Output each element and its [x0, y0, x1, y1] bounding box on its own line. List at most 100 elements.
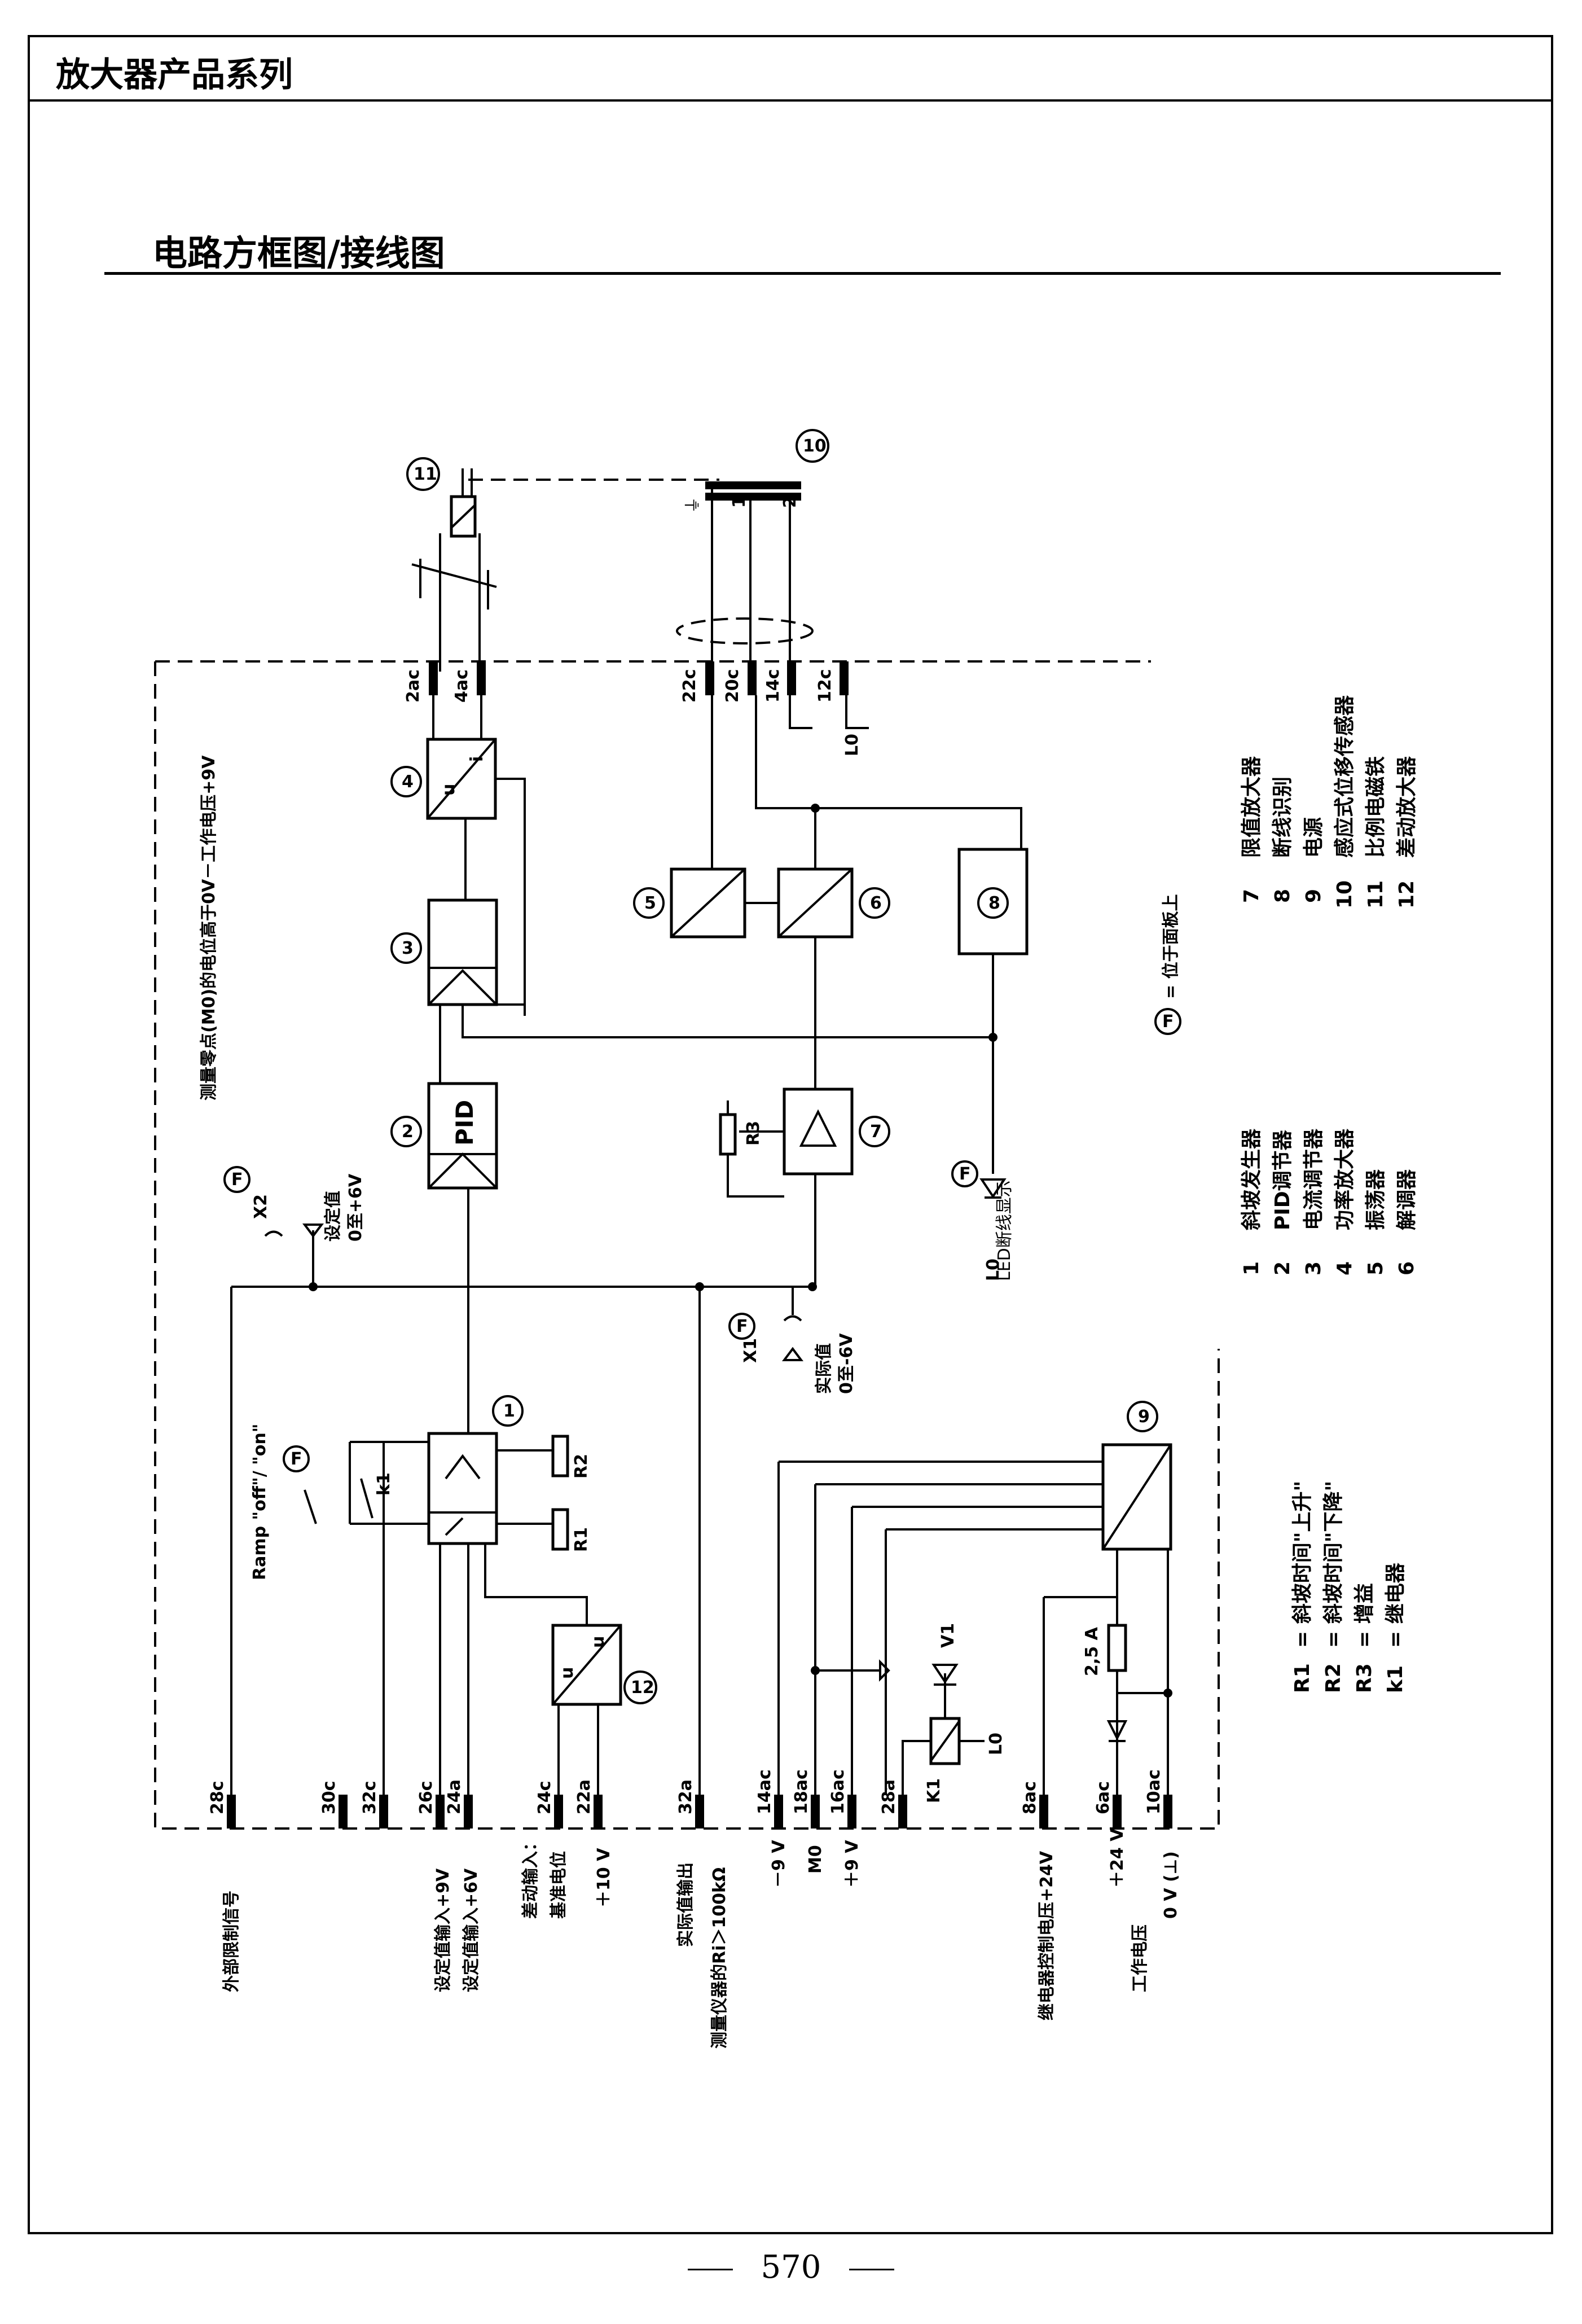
legend-r3-text: = 增益 — [1353, 1583, 1376, 1648]
legend-11-num: 11 — [1364, 880, 1387, 909]
block-1-ramp-generator: 1 R2 R1 — [350, 1287, 591, 1795]
header-bar: 放大器产品系列 — [28, 35, 1553, 102]
block-3-number: 3 — [402, 939, 414, 958]
legend-11-text: 比例电磁铁 — [1364, 756, 1387, 858]
label-plus-24v: ＋24 V — [1108, 1828, 1127, 1888]
r1-label: R1 — [572, 1527, 591, 1552]
legend-9-num: 9 — [1302, 889, 1325, 903]
top-connector: 2ac 4ac 22c 20c 14c 12c L0 — [403, 661, 869, 756]
ramp-f-marker: F — [291, 1449, 302, 1469]
enclosure-dashed-border — [154, 660, 1220, 1830]
r3-label: R3 — [744, 1121, 763, 1146]
legend-components-right: 7 限值放大器 8 断线识别 9 电源 10 感应式位移传感器 11 比例电磁铁… — [1240, 695, 1418, 909]
x1-f-marker: F — [736, 1317, 748, 1336]
pin-28c: 28c — [208, 1781, 227, 1814]
label-supply: 工作电压 — [1130, 1924, 1150, 1992]
label-meter-ri: 测量仪器的Ri＞100kΩ — [710, 1867, 730, 2049]
l0-label-relay: L0 — [986, 1733, 1006, 1755]
legend-12-text: 差动放大器 — [1395, 756, 1418, 858]
label-minus-9v: －9 V — [769, 1840, 789, 1888]
block-12-u1: u — [557, 1667, 577, 1679]
label-zero-v: 0 V (⊥) — [1161, 1851, 1181, 1919]
pin-2ac: 2ac — [403, 669, 423, 703]
block-12-number: 12 — [631, 1678, 654, 1698]
block-12-u2: u — [588, 1636, 608, 1648]
panel-note: F = 位于面板上 — [1154, 894, 1181, 1035]
l0-label-led: L0 — [983, 1259, 1003, 1281]
legend-1-num: 1 — [1240, 1261, 1263, 1275]
pin-26c: 26c — [416, 1781, 436, 1814]
label-relay-voltage: 继电器控制电压+24V — [1037, 1851, 1057, 2020]
legend-6-text: 解调器 — [1395, 1169, 1418, 1230]
legend-r3-sym: R3 — [1353, 1663, 1376, 1693]
k1-coil-label: K1 — [924, 1778, 944, 1803]
legend-components-left: 1 斜坡发生器 2 PID调节器 3 电流调节器 4 功率放大器 5 振荡器 6… — [1240, 1128, 1418, 1275]
pin-14ac: 14ac — [755, 1769, 775, 1814]
sensor-pin-2: 2 — [780, 496, 800, 508]
legend-7-text: 限值放大器 — [1240, 756, 1263, 858]
label-plus-10v: ＋10 V — [594, 1848, 614, 1908]
legend-5-text: 振荡器 — [1364, 1169, 1387, 1230]
legend-6-num: 6 — [1395, 1261, 1418, 1275]
bottom-pin-descriptions: 外部限制信号 设定值输入+9V 设定值输入+6V 差动输入： 基准电位 ＋10 … — [222, 1828, 1181, 2049]
led-label: LED断线显示 — [995, 1180, 1014, 1281]
legend-r1-sym: R1 — [1291, 1663, 1314, 1693]
legend-2-num: 2 — [1271, 1261, 1294, 1275]
label-limit-signal: 外部限制信号 — [222, 1891, 241, 1992]
block-10-number: 10 — [803, 436, 827, 456]
v1-label: V1 — [938, 1623, 958, 1648]
x2-setpoint: X2 F 设定值 0至+6V — [223, 1166, 366, 1287]
pin-8ac: 8ac — [1020, 1781, 1040, 1814]
legend-8-num: 8 — [1271, 889, 1294, 903]
pin-28a: 28a — [879, 1779, 899, 1814]
label-diff-input: 差动输入： — [521, 1834, 540, 1919]
block-8-number: 8 — [988, 893, 1000, 913]
top-note: 测量零点(M0)的电位高于0V－工作电压+9V — [199, 755, 219, 1100]
block-6-number: 6 — [870, 893, 882, 913]
page-number: 570 — [0, 2249, 1582, 2286]
x1-actual-value: F X1 实际值 0至-6V — [698, 1287, 856, 1795]
block-4-u: u — [439, 784, 459, 796]
block-2-pid-controller: PID 2 — [231, 1082, 817, 1291]
page-number-value: 570 — [761, 2249, 821, 2286]
pin-22a: 22a — [574, 1779, 594, 1814]
x2-f-marker: F — [231, 1170, 243, 1190]
block-4-number: 4 — [402, 772, 414, 792]
label-m0: M0 — [806, 1845, 825, 1874]
legend-7-num: 7 — [1240, 889, 1263, 903]
block-9-number: 9 — [1138, 1407, 1150, 1427]
legend-r1-text: = 斜坡时间"上升" — [1291, 1481, 1314, 1648]
legend-k1-text: = 继电器 — [1384, 1562, 1407, 1648]
legend-k1-sym: k1 — [1384, 1665, 1407, 1693]
proportional-solenoid — [411, 468, 497, 672]
legend-resistors: R1 = 斜坡时间"上升" R2 = 斜坡时间"下降" R3 = 增益 k1 =… — [1291, 1481, 1407, 1693]
ramp-switch: Ramp "off"/ "on" F k1 — [250, 1424, 394, 1580]
block-5-number: 5 — [644, 893, 656, 913]
pin-22c: 22c — [680, 669, 700, 703]
pin-4ac: 4ac — [452, 669, 472, 703]
label-ref-potential: 基准电位 — [549, 1851, 569, 1919]
legend-r2-sym: R2 — [1322, 1663, 1345, 1693]
pin-32c: 32c — [360, 1781, 380, 1814]
label-actual-output: 实际值输出 — [676, 1862, 696, 1947]
legend-3-text: 电流调节器 — [1302, 1128, 1325, 1230]
legend-5-num: 5 — [1364, 1261, 1387, 1275]
legend-2-text: PID调节器 — [1271, 1129, 1294, 1230]
block-2-number: 2 — [402, 1122, 414, 1142]
block-9-power-supply: 9 2,5 A — [777, 1401, 1172, 1795]
blocks-5-6-oscillator-demodulator: 5 6 — [633, 695, 1022, 1089]
position-sensor: ⏚ 1 2 — [468, 479, 814, 672]
block-4-i: i — [467, 756, 487, 762]
pin-24a: 24a — [445, 1779, 464, 1814]
legend-10-num: 10 — [1333, 880, 1356, 909]
sensor-pin-1: 1 — [730, 496, 749, 508]
x2-desc1: 设定值 — [323, 1191, 343, 1242]
bottom-connector: 28c 30c 32c 26c 24a 24c 22a 32a 14ac 18a… — [208, 1769, 1172, 1828]
block-7-number: 7 — [870, 1122, 882, 1142]
page-dash-left — [687, 2269, 733, 2270]
x2-desc2: 0至+6V — [346, 1173, 366, 1242]
block-3-current-regulator: 3 — [390, 898, 993, 1084]
x1-desc2: 0至-6V — [837, 1333, 856, 1394]
block-12-differential-amplifier: u u 12 — [551, 1624, 657, 1795]
